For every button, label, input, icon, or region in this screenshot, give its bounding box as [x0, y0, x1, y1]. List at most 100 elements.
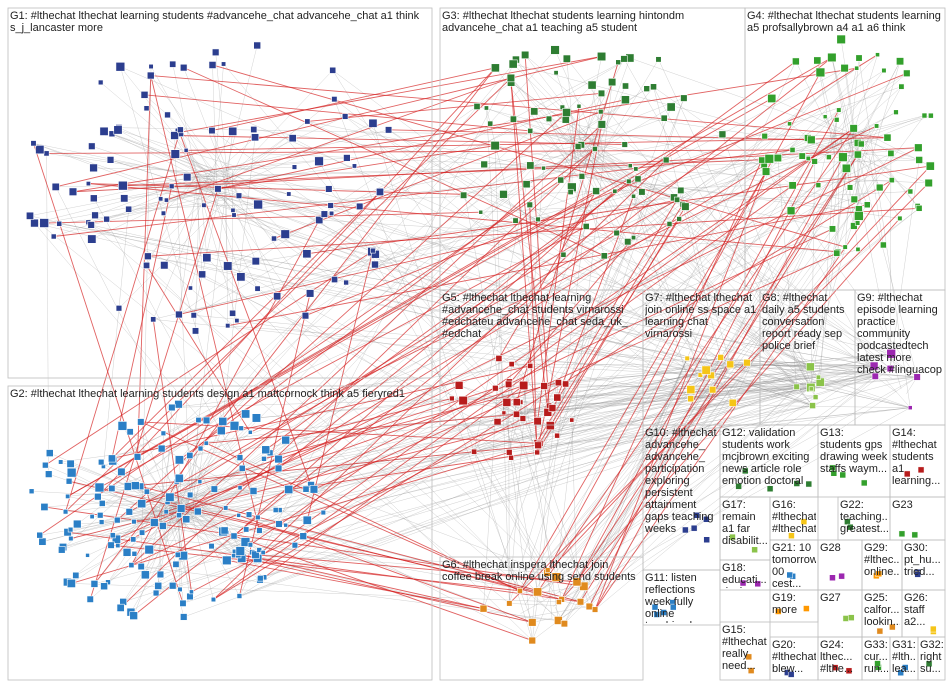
graph-node[interactable] [562, 380, 570, 388]
graph-node[interactable] [186, 451, 194, 459]
graph-node[interactable] [827, 52, 837, 63]
graph-node[interactable] [30, 218, 39, 228]
graph-node[interactable] [152, 589, 160, 597]
graph-node[interactable] [508, 454, 514, 461]
graph-node[interactable] [551, 572, 562, 582]
graph-node[interactable] [218, 417, 228, 426]
graph-node[interactable] [527, 127, 534, 134]
graph-node[interactable] [897, 669, 904, 676]
graph-node[interactable] [550, 45, 560, 55]
graph-node[interactable] [65, 477, 73, 485]
graph-node[interactable] [533, 417, 542, 426]
graph-node[interactable] [208, 543, 215, 550]
graph-node[interactable] [201, 202, 207, 208]
graph-node[interactable] [798, 152, 806, 160]
graph-node[interactable] [911, 531, 919, 539]
graph-node[interactable] [220, 526, 229, 535]
graph-node[interactable] [786, 571, 793, 579]
graph-node[interactable] [247, 542, 254, 548]
graph-node[interactable] [154, 581, 163, 590]
graph-node[interactable] [97, 512, 104, 519]
graph-node[interactable] [97, 79, 104, 86]
graph-node[interactable] [62, 509, 69, 515]
graph-node[interactable] [343, 154, 351, 162]
graph-node[interactable] [845, 667, 853, 675]
graph-node[interactable] [473, 102, 481, 110]
graph-node[interactable] [530, 107, 539, 116]
graph-node[interactable] [841, 163, 851, 173]
graph-node[interactable] [376, 187, 384, 196]
graph-node[interactable] [254, 285, 261, 292]
graph-node[interactable] [188, 285, 193, 291]
graph-node[interactable] [793, 480, 801, 487]
graph-node[interactable] [231, 212, 237, 218]
graph-node[interactable] [875, 52, 880, 58]
graph-node[interactable] [527, 363, 534, 369]
graph-node[interactable] [582, 223, 590, 230]
graph-node[interactable] [250, 126, 258, 133]
graph-node[interactable] [807, 135, 816, 145]
graph-node[interactable] [502, 398, 512, 407]
graph-node[interactable] [35, 145, 45, 155]
graph-node[interactable] [98, 500, 106, 507]
graph-node[interactable] [115, 543, 121, 549]
graph-node[interactable] [487, 120, 494, 127]
graph-node[interactable] [42, 461, 49, 469]
graph-node[interactable] [650, 83, 657, 91]
graph-node[interactable] [177, 126, 184, 134]
graph-node[interactable] [621, 141, 628, 148]
graph-node[interactable] [202, 416, 211, 425]
graph-node[interactable] [512, 398, 521, 407]
graph-node[interactable] [291, 542, 299, 549]
graph-node[interactable] [842, 244, 848, 250]
graph-node[interactable] [915, 156, 923, 164]
graph-node[interactable] [50, 233, 57, 240]
graph-node[interactable] [803, 605, 810, 612]
graph-node[interactable] [592, 187, 600, 195]
graph-node[interactable] [928, 112, 934, 119]
graph-node[interactable] [541, 165, 546, 171]
graph-node[interactable] [130, 536, 137, 543]
graph-node[interactable] [158, 196, 164, 202]
graph-node[interactable] [754, 580, 762, 588]
graph-node[interactable] [249, 487, 258, 495]
graph-node[interactable] [131, 519, 137, 525]
graph-node[interactable] [528, 636, 536, 645]
graph-node[interactable] [123, 482, 133, 491]
graph-node[interactable] [251, 133, 260, 142]
graph-node[interactable] [526, 201, 533, 208]
graph-node[interactable] [116, 603, 125, 612]
graph-node[interactable] [831, 664, 839, 671]
graph-node[interactable] [160, 430, 167, 437]
graph-node[interactable] [815, 182, 822, 188]
graph-node[interactable] [896, 57, 905, 66]
graph-node[interactable] [914, 571, 921, 578]
graph-node[interactable] [94, 492, 102, 501]
graph-node[interactable] [480, 160, 488, 169]
graph-node[interactable] [143, 105, 150, 112]
graph-node[interactable] [653, 611, 661, 618]
graph-node[interactable] [792, 57, 800, 66]
graph-node[interactable] [94, 482, 105, 493]
graph-node[interactable] [540, 382, 548, 390]
graph-node[interactable] [222, 555, 232, 566]
graph-node[interactable] [789, 147, 796, 153]
graph-node[interactable] [686, 385, 696, 394]
graph-node[interactable] [587, 80, 597, 90]
graph-node[interactable] [230, 532, 238, 540]
graph-node[interactable] [302, 249, 312, 259]
graph-node[interactable] [371, 260, 379, 269]
graph-node[interactable] [66, 459, 75, 468]
graph-node[interactable] [634, 175, 642, 183]
graph-node[interactable] [677, 186, 685, 194]
graph-node[interactable] [591, 606, 599, 613]
graph-node[interactable] [45, 470, 53, 478]
graph-node[interactable] [128, 562, 135, 569]
graph-node[interactable] [533, 587, 543, 597]
graph-node[interactable] [893, 109, 899, 115]
graph-node[interactable] [140, 570, 150, 580]
graph-node[interactable] [513, 410, 520, 418]
graph-node[interactable] [125, 205, 133, 213]
graph-node[interactable] [643, 85, 651, 92]
graph-node[interactable] [126, 428, 134, 436]
